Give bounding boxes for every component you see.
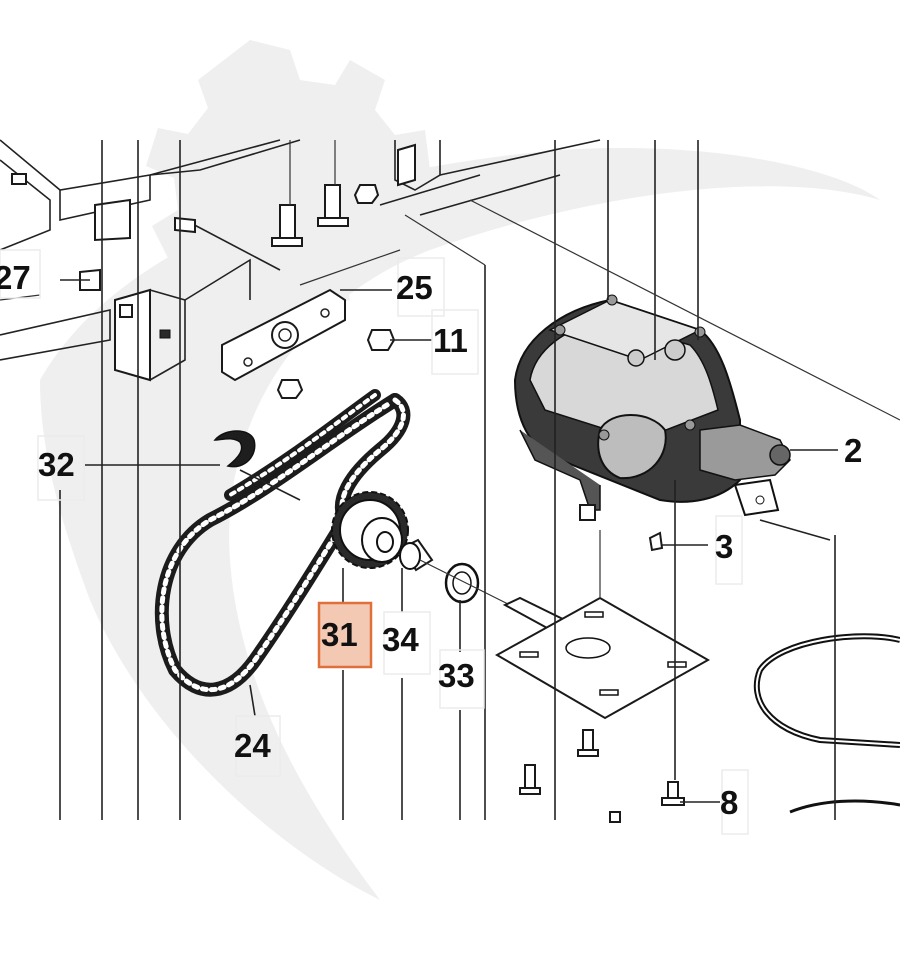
callout-3[interactable]: 3 <box>715 515 743 585</box>
bolts-bottom <box>519 729 685 823</box>
drive-belt <box>753 633 900 814</box>
mounting-plate <box>494 530 711 720</box>
top-bracket <box>379 139 601 216</box>
pin-part-3 <box>648 531 664 552</box>
leader-lines <box>59 140 900 820</box>
callout-2[interactable]: 2 <box>844 432 862 469</box>
frame-bracket <box>0 139 301 382</box>
svg-text:32: 32 <box>38 446 75 483</box>
bushing-part-34 <box>399 538 434 572</box>
callout-33[interactable]: 33 <box>438 649 485 709</box>
plate-part-25 <box>221 288 346 382</box>
callout-31-highlighted[interactable]: 31 <box>317 601 373 669</box>
svg-text:25: 25 <box>396 269 433 306</box>
sprocket-part-31 <box>331 491 409 569</box>
callout-24[interactable]: 24 <box>234 715 281 777</box>
svg-text:34: 34 <box>382 621 419 658</box>
svg-text:8: 8 <box>720 784 738 821</box>
callout-34[interactable]: 34 <box>382 611 431 675</box>
callout-11[interactable]: 11 <box>431 309 479 375</box>
clip-part-32 <box>213 430 256 468</box>
callout-25[interactable]: 25 <box>396 257 445 317</box>
callout-8[interactable]: 8 <box>720 769 749 835</box>
callout-labels: 27 25 11 32 2 3 31 34 3 <box>0 249 862 835</box>
drive-chain-part-24 <box>154 389 411 697</box>
svg-text:33: 33 <box>438 657 475 694</box>
callout-27[interactable]: 27 <box>0 249 41 299</box>
callout-32[interactable]: 32 <box>37 435 85 501</box>
svg-text:3: 3 <box>715 528 733 565</box>
washer-part-33 <box>444 562 480 604</box>
svg-text:27: 27 <box>0 259 31 296</box>
svg-text:31: 31 <box>321 616 358 653</box>
svg-text:2: 2 <box>844 432 862 469</box>
svg-text:11: 11 <box>433 322 468 359</box>
gearbox-assembly <box>513 294 791 521</box>
svg-text:24: 24 <box>234 727 271 764</box>
